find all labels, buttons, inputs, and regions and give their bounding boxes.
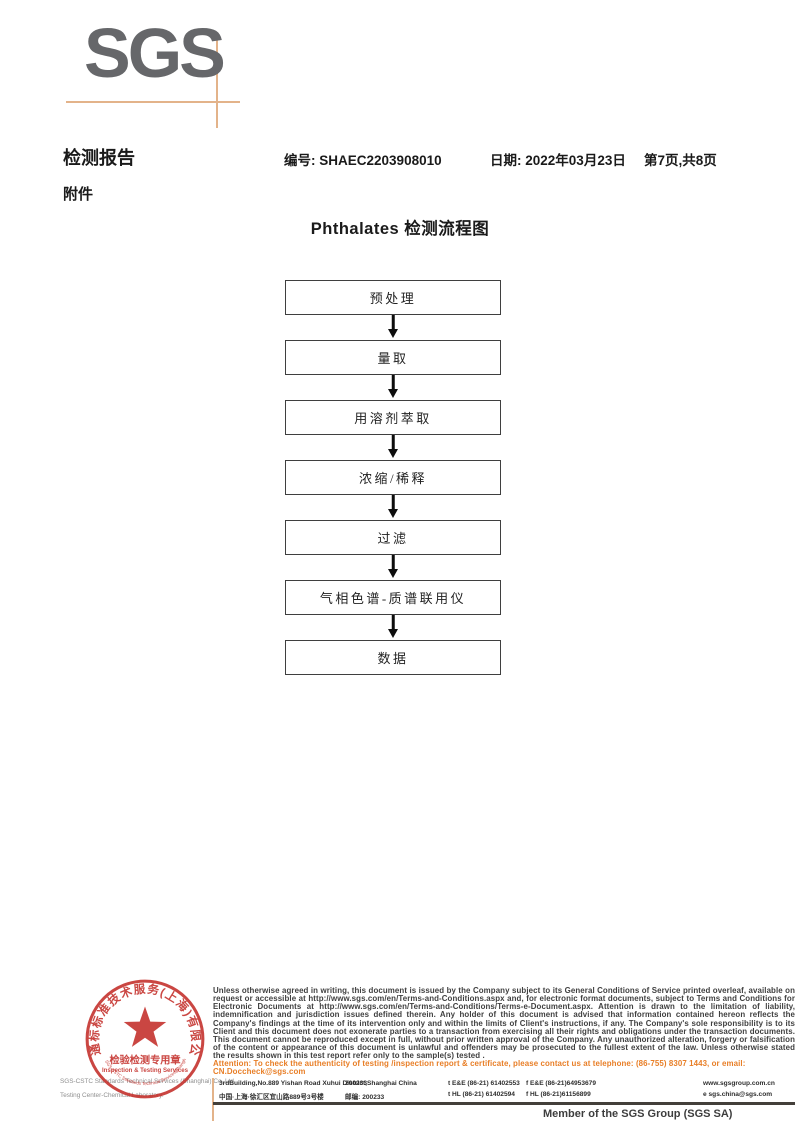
flow-arrow-down-icon <box>285 495 501 520</box>
flow-step-data: 数据 <box>285 640 501 675</box>
flow-step-concentrate-dilute: 浓缩/稀释 <box>285 460 501 495</box>
sgs-group-membership-note: Member of the SGS Group (SGS SA) <box>543 1108 733 1120</box>
flow-step-label: 浓缩/稀释 <box>358 471 428 486</box>
sgs-logo: SGS <box>84 14 226 92</box>
address-left-accent-line <box>212 1078 214 1121</box>
page-indicator: 第7页,共8页 <box>644 153 717 168</box>
stamp-caption-line2: Testing Center-Chemical Laboratory. <box>60 1091 164 1099</box>
flow-arrow-down-icon <box>285 315 501 340</box>
authenticity-attention-note: Attention: To check the authenticity of … <box>213 1059 746 1077</box>
flow-step-filter: 过滤 <box>285 520 501 555</box>
report-date-value: 2022年03月23日 <box>525 153 626 168</box>
stamp-caption: SGS-CSTC Standards Technical Services (S… <box>60 1075 236 1102</box>
flow-arrow-down-icon <box>285 375 501 400</box>
flow-step-pretreatment: 预处理 <box>285 280 501 315</box>
report-date-label: 日期: <box>490 153 522 168</box>
flow-arrow-down-icon <box>285 435 501 460</box>
report-title: 检测报告 <box>63 148 135 168</box>
phone-ee: t E&E (86-21) 61402553 <box>448 1080 520 1087</box>
phone-hl: t HL (86-21) 61402594 <box>448 1091 515 1098</box>
flowchart: 预处理 量取 用溶剂萃取 浓缩/稀释 过滤 气相色谱-质谱联用仪 数据 <box>285 280 501 675</box>
flow-step-label: 量取 <box>377 351 409 366</box>
stamp-caption-line1: SGS-CSTC Standards Technical Services (S… <box>60 1078 236 1085</box>
stamp-center-text: 检验检测专用章 <box>110 1053 181 1066</box>
fax-hl: f HL (86-21)61156899 <box>526 1091 591 1098</box>
postcode-english: 200233 <box>345 1080 368 1087</box>
report-number-label: 编号: <box>284 153 316 168</box>
report-number-value: SHAEC2203908010 <box>319 153 442 168</box>
website-url: www.sgsgroup.com.cn <box>703 1080 775 1087</box>
stamp-ring <box>85 979 205 1099</box>
footer-divider-rule <box>213 1102 795 1105</box>
flow-step-label: 用溶剂萃取 <box>354 411 432 426</box>
flow-step-label: 数据 <box>377 651 409 666</box>
flow-step-label: 过滤 <box>377 531 409 546</box>
company-stamp-seal: 通标标准技术服务(上海)有限公司 检验检测专用章 Inspection & Te… <box>79 973 205 1099</box>
flow-step-label: 气相色谱-质谱联用仪 <box>319 591 467 606</box>
address-chinese: 中国·上海·徐汇区宜山路889号3号楼 <box>219 1094 324 1101</box>
flowchart-title: Phthalates 检测流程图 <box>310 220 490 238</box>
logo-crosshair-vertical <box>216 40 218 128</box>
legal-disclaimer: Unless otherwise agreed in writing, this… <box>213 986 795 1061</box>
stamp-ring-text: 通标标准技术服务(上海)有限公司 <box>79 973 203 1057</box>
flow-step-measure: 量取 <box>285 340 501 375</box>
postcode-chinese: 邮编: 200233 <box>345 1094 385 1101</box>
address-english: 3rdBuilding,No.889 Yishan Road Xuhui Dis… <box>219 1080 417 1087</box>
report-date: 日期: 2022年03月23日 <box>490 149 626 169</box>
flow-step-label: 预处理 <box>369 291 417 306</box>
flow-arrow-down-icon <box>285 615 501 640</box>
email-address: e sgs.china@sgs.com <box>703 1091 773 1098</box>
fax-ee: f E&E (86-21)64953679 <box>526 1080 597 1087</box>
flow-step-solvent-extraction: 用溶剂萃取 <box>285 400 501 435</box>
flow-arrow-down-icon <box>285 555 501 580</box>
attachment-label: 附件 <box>63 186 94 203</box>
stamp-english-text: Inspection & Testing Services <box>102 1067 189 1074</box>
logo-crosshair-horizontal <box>66 101 240 103</box>
flow-step-gcms: 气相色谱-质谱联用仪 <box>285 580 501 615</box>
report-number: 编号: SHAEC2203908010 <box>284 149 442 169</box>
star-icon <box>123 1006 167 1047</box>
